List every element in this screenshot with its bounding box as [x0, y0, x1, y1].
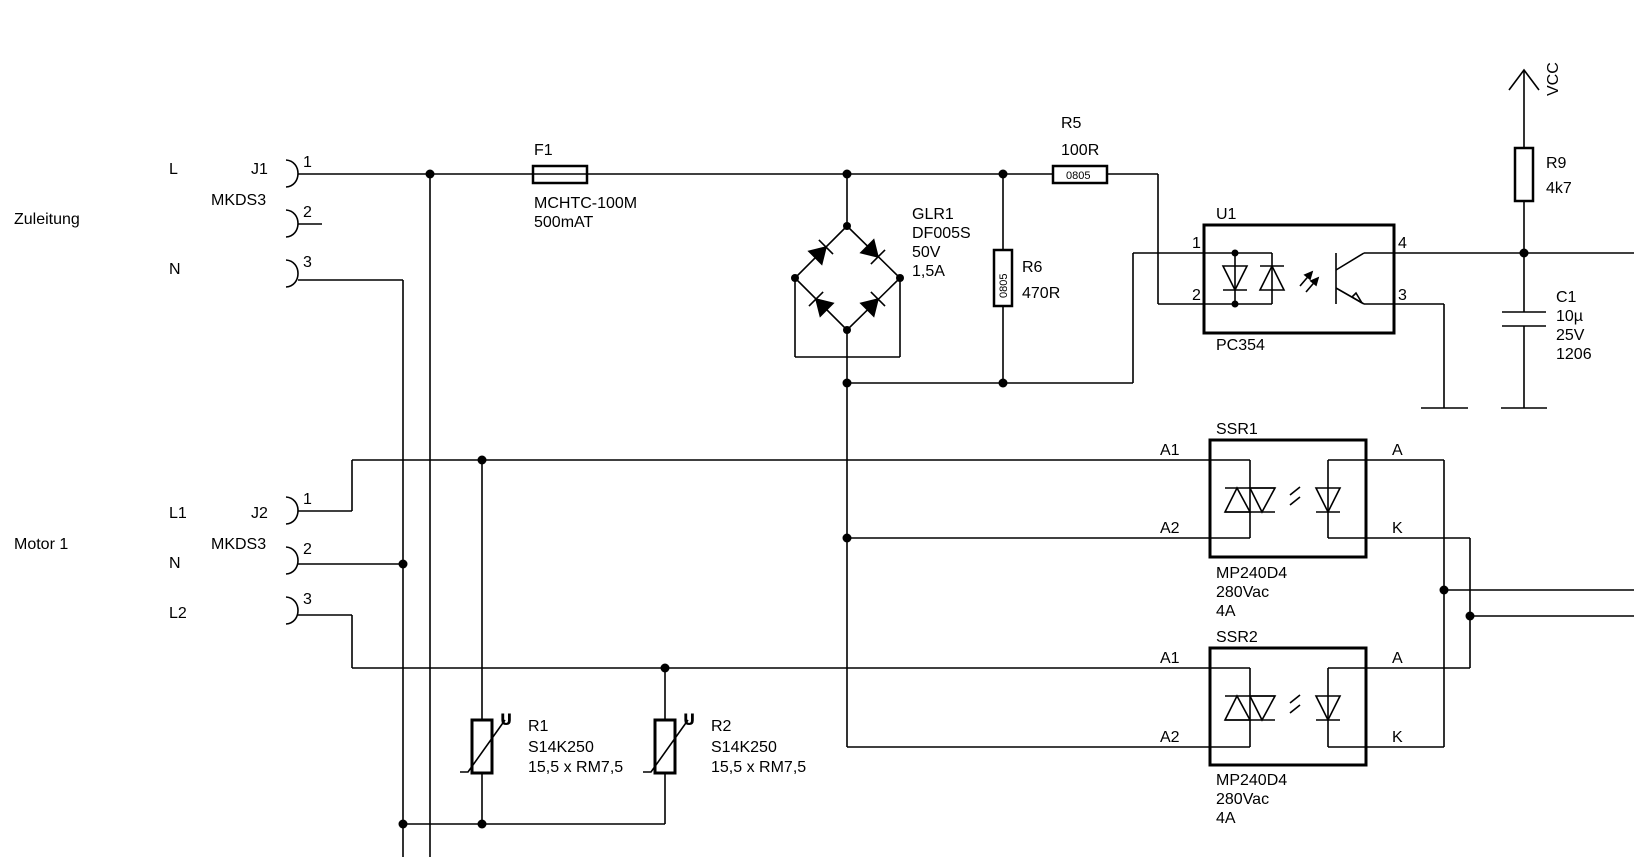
r1-part: S14K250: [528, 739, 594, 756]
c1-value: 10µ: [1556, 308, 1583, 325]
ssr2-pin-a2: A2: [1160, 729, 1180, 746]
r9-value: 4k7: [1546, 180, 1572, 197]
j1-pin1-terminal: [285, 159, 299, 188]
f1-rating: 500mAT: [534, 214, 594, 231]
varistor-r2: ᑌ R2 S14K250 15,5 x RM7,5: [643, 712, 806, 776]
j2-pin3-number: 3: [303, 591, 312, 608]
ssr2-part: MP240D4: [1216, 772, 1287, 789]
u1-part: PC354: [1216, 337, 1265, 354]
r2-ref: R2: [711, 718, 732, 735]
u1-pin2: 2: [1192, 287, 1201, 304]
fuse-f1: F1 MCHTC-100M 500mAT: [531, 142, 637, 231]
ssr2-pin-a1: A1: [1160, 650, 1180, 667]
u1-pin3: 3: [1398, 287, 1407, 304]
ssr1-voltage: 280Vac: [1216, 584, 1269, 601]
c1-package: 1206: [1556, 346, 1592, 363]
c1-voltage: 25V: [1556, 327, 1585, 344]
resistor-r5: 0805 R5 100R: [1051, 115, 1109, 185]
r6-package: 0805: [998, 274, 1010, 298]
ssr2-voltage: 280Vac: [1216, 791, 1269, 808]
j2-pin3-terminal: [285, 596, 299, 625]
ssr2-pin-a: A: [1392, 650, 1403, 667]
ssr1-current: 4A: [1216, 603, 1236, 620]
glr1-ref: GLR1: [912, 206, 954, 223]
ssr2-ref: SSR2: [1216, 629, 1258, 646]
r6-value: 470R: [1022, 285, 1060, 302]
glr1-voltage: 50V: [912, 244, 941, 261]
j1-pin1-number: 1: [303, 154, 312, 171]
j1-pin2-terminal: [285, 209, 299, 238]
j2-pin1-number: 1: [303, 491, 312, 508]
vcc-symbol: VCC: [1508, 62, 1562, 96]
r2-part: S14K250: [711, 739, 777, 756]
j1-pin3-number: 3: [303, 254, 312, 271]
ssr2-pin-k: K: [1392, 729, 1403, 746]
u1-pin4: 4: [1398, 235, 1407, 252]
j2-ref: J2: [251, 505, 268, 522]
ssr1-part: MP240D4: [1216, 565, 1287, 582]
r1-u-mark: ᑌ: [500, 712, 512, 729]
j2-pin1-terminal: [285, 496, 299, 525]
j1-ref: J1: [251, 161, 268, 178]
j2-pin2-terminal: [285, 546, 299, 575]
net-label-l: L: [169, 161, 178, 178]
ssr1-pin-a: A: [1392, 442, 1403, 459]
r5-value: 100R: [1061, 142, 1099, 159]
vcc-label: VCC: [1545, 62, 1562, 96]
wires: [298, 70, 1634, 857]
r5-ref: R5: [1061, 115, 1082, 132]
j2-pin2-number: 2: [303, 541, 312, 558]
solid-state-relay-ssr1: SSR1 A1 A2 A K MP240D4 280Vac 4A: [1160, 421, 1403, 620]
optocoupler-u1: U1 PC354 1 2 4 3: [1192, 206, 1407, 354]
r9-ref: R9: [1546, 155, 1567, 172]
j1-pin3-terminal: [285, 259, 299, 288]
j1-type: MKDS3: [211, 192, 266, 209]
net-label-l1: L1: [169, 505, 187, 522]
j2-type: MKDS3: [211, 536, 266, 553]
ssr2-current: 4A: [1216, 810, 1236, 827]
solid-state-relay-ssr2: SSR2 A1 A2 A K MP240D4 280Vac 4A: [1160, 629, 1403, 827]
section-label-supply: Zuleitung: [14, 211, 80, 228]
glr1-current: 1,5A: [912, 263, 945, 280]
r6-ref: R6: [1022, 259, 1043, 276]
ssr1-pin-a2: A2: [1160, 520, 1180, 537]
c1-ref: C1: [1556, 289, 1577, 306]
net-label-l2: L2: [169, 605, 187, 622]
r5-package: 0805: [1066, 170, 1090, 182]
r1-ref: R1: [528, 718, 549, 735]
ssr1-ref: SSR1: [1216, 421, 1258, 438]
resistor-r9: R9 4k7: [1513, 146, 1572, 203]
u1-pin1: 1: [1192, 235, 1201, 252]
f1-part: MCHTC-100M: [534, 195, 637, 212]
r2-u-mark: ᑌ: [683, 712, 695, 729]
u1-ref: U1: [1216, 206, 1237, 223]
j1-pin2-number: 2: [303, 204, 312, 221]
net-label-n: N: [169, 261, 181, 278]
r2-package: 15,5 x RM7,5: [711, 759, 806, 776]
varistor-r1: ᑌ R1 S14K250 15,5 x RM7,5: [460, 712, 623, 776]
connector-j2: L1 N L2 J2 MKDS3 1 2 3: [169, 491, 312, 625]
ssr1-pin-a1: A1: [1160, 442, 1180, 459]
section-label-motor: Motor 1: [14, 536, 68, 553]
bridge-rectifier-glr1: GLR1 DF005S 50V 1,5A: [791, 206, 971, 334]
glr1-part: DF005S: [912, 225, 971, 242]
ssr1-pin-k: K: [1392, 520, 1403, 537]
f1-ref: F1: [534, 142, 553, 159]
connector-j1: L N J1 MKDS3 1 2 3: [169, 154, 322, 288]
r1-package: 15,5 x RM7,5: [528, 759, 623, 776]
resistor-r6: 0805 R6 470R: [992, 248, 1060, 308]
net-label-n-motor: N: [169, 555, 181, 572]
junctions: [398, 169, 1529, 829]
capacitor-c1: C1 10µ 25V 1206: [1502, 289, 1592, 363]
